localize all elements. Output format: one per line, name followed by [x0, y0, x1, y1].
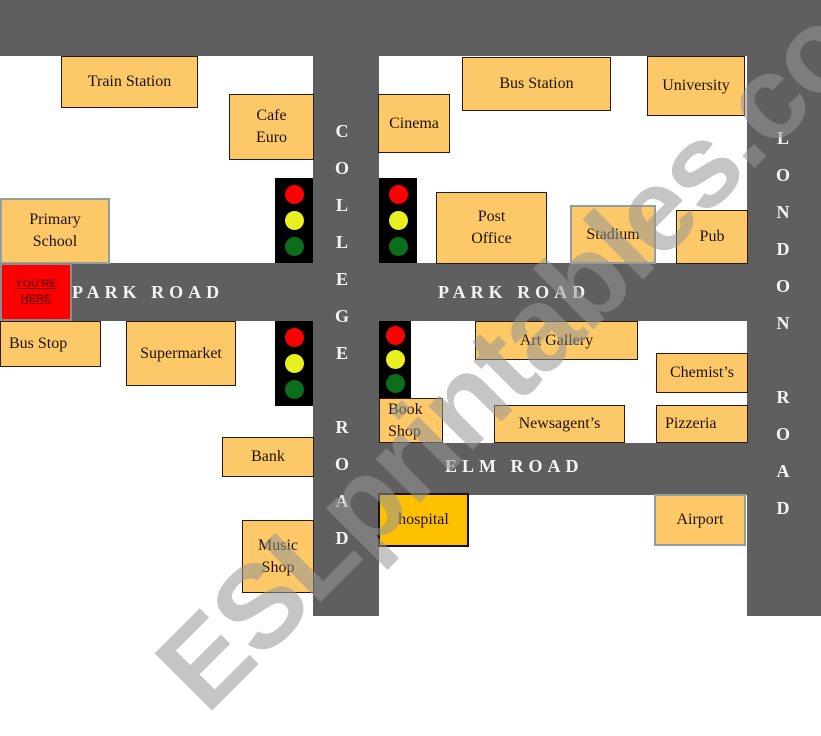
place-bus-station[interactable]: Bus Station: [462, 57, 611, 111]
london-road-letter: D: [776, 239, 790, 259]
college-road-letter: E: [335, 343, 348, 363]
london-road-letter: D: [776, 498, 790, 518]
place-cafe-euro[interactable]: Cafe Euro: [229, 94, 314, 160]
red-light-icon: [284, 328, 304, 347]
place-label: Pub: [699, 228, 725, 245]
yellow-light-icon: [388, 211, 408, 230]
place-label: Bank: [251, 448, 285, 465]
place-label: Primary: [29, 211, 81, 228]
place-label: University: [662, 77, 730, 94]
place-label: Shop: [261, 558, 295, 576]
place-label: Newsagent’s: [518, 415, 601, 432]
london-road-letter: A: [776, 461, 790, 481]
place-train-station[interactable]: Train Station: [61, 56, 198, 108]
top-band-road: [0, 0, 821, 56]
you-are-here-label: HERE: [20, 293, 52, 305]
you-are-here-marker[interactable]: YOU'RE HERE: [0, 263, 72, 321]
london-road-letter: O: [775, 165, 790, 185]
you-are-here-label: YOU'RE: [15, 278, 57, 290]
park-road: [70, 263, 747, 321]
place-label: Euro: [255, 129, 288, 146]
college-road-letter: G: [334, 306, 349, 326]
elm-road: [379, 443, 747, 495]
place-label: Pizzeria: [665, 415, 717, 432]
place-label: Art Gallery: [519, 331, 594, 349]
traffic-light-sw: [275, 321, 313, 406]
place-label: Office: [471, 230, 512, 247]
college-road-label: C O L L E G E R O A D: [331, 113, 353, 557]
place-supermarket[interactable]: Supermarket: [126, 321, 236, 386]
college-road-letter: L: [335, 232, 348, 252]
place-hospital[interactable]: hospital: [378, 493, 469, 547]
traffic-light-ne: [379, 178, 417, 263]
place-newsagents[interactable]: Newsagent’s: [494, 405, 625, 443]
red-light-icon: [388, 185, 408, 204]
place-chemists[interactable]: Chemist’s: [656, 353, 748, 393]
place-cinema[interactable]: Cinema: [378, 94, 450, 153]
place-music-shop[interactable]: Music Shop: [242, 520, 314, 593]
place-post-office[interactable]: Post Office: [436, 192, 547, 264]
place-label: Stadium: [586, 225, 640, 243]
green-light-icon: [284, 237, 304, 256]
place-pub[interactable]: Pub: [676, 210, 748, 264]
yellow-light-icon: [284, 354, 304, 373]
place-bank[interactable]: Bank: [222, 437, 314, 477]
college-road-letter: R: [335, 417, 349, 437]
place-label: Music: [258, 536, 298, 554]
college-road-letter: D: [335, 528, 349, 548]
college-road-letter: O: [334, 158, 349, 178]
traffic-light-nw: [275, 178, 313, 263]
park-road-label-left: PARK ROAD: [72, 282, 225, 302]
place-label: Chemist’s: [669, 364, 734, 381]
place-university[interactable]: University: [647, 56, 745, 116]
red-light-icon: [284, 185, 304, 204]
green-light-icon: [284, 380, 304, 399]
place-label: Train Station: [87, 73, 172, 90]
green-light-icon: [388, 237, 408, 256]
college-road-letter: A: [335, 491, 349, 511]
college-road: [313, 56, 379, 616]
london-road-label: L O N D O N R O A D: [771, 120, 795, 527]
college-road-letter: C: [335, 121, 349, 141]
place-label: Airport: [676, 511, 724, 528]
yellow-light-icon: [385, 350, 405, 369]
place-label: Shop: [388, 423, 421, 440]
yellow-light-icon: [284, 211, 304, 230]
place-label: Supermarket: [140, 344, 222, 362]
place-label: hospital: [398, 511, 449, 528]
college-road-letter: L: [335, 195, 348, 215]
london-road-letter: O: [775, 276, 790, 296]
green-light-icon: [385, 374, 405, 393]
college-road-letter: E: [335, 269, 348, 289]
traffic-light-se: [379, 321, 411, 398]
place-label: Cinema: [389, 114, 439, 132]
place-book-shop[interactable]: Book Shop: [379, 398, 443, 443]
place-label: Cafe: [256, 107, 287, 124]
park-road-label-right: PARK ROAD: [438, 282, 591, 302]
place-bus-stop[interactable]: Bus Stop: [0, 321, 101, 367]
place-label: Post: [477, 208, 506, 225]
place-stadium[interactable]: Stadium: [570, 205, 656, 264]
red-light-icon: [385, 326, 405, 345]
place-airport[interactable]: Airport: [654, 494, 746, 546]
place-label: School: [32, 233, 78, 250]
place-pizzeria[interactable]: Pizzeria: [656, 405, 748, 443]
elm-road-label: ELM ROAD: [445, 456, 584, 476]
london-road-letter: N: [776, 202, 790, 222]
london-road: [747, 56, 821, 616]
place-label: Bus Station: [499, 75, 574, 92]
london-road-letter: L: [776, 128, 789, 148]
place-primary-school[interactable]: Primary School: [0, 198, 110, 264]
place-label: Book: [388, 401, 423, 418]
london-road-letter: O: [775, 424, 790, 444]
london-road-letter: R: [776, 387, 790, 407]
college-road-letter: O: [334, 454, 349, 474]
place-art-gallery[interactable]: Art Gallery: [475, 321, 638, 360]
london-road-letter: N: [776, 313, 790, 333]
place-label: Bus Stop: [9, 335, 68, 352]
